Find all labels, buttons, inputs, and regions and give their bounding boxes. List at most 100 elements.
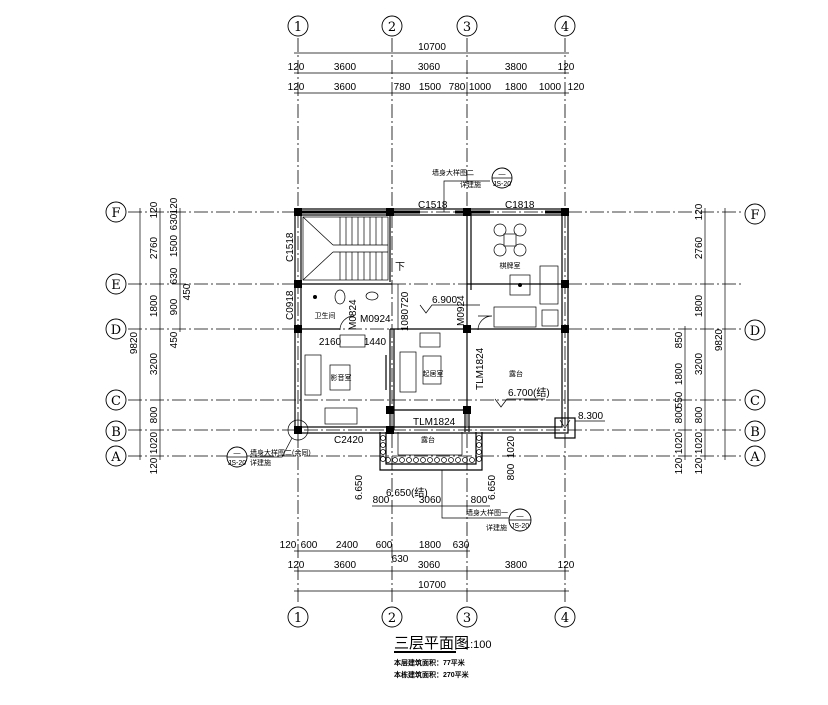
dim-left-total: 9820 — [129, 331, 140, 354]
baluster — [476, 435, 482, 441]
baluster — [413, 457, 419, 463]
dim-left: 120 — [149, 201, 160, 218]
coffee-table-icon — [422, 355, 442, 385]
chess-table-icon — [493, 223, 527, 257]
dim-top: 1500 — [419, 82, 442, 93]
axis-label-3-top: 3 — [463, 20, 471, 35]
dim-left: 1020 — [149, 431, 160, 454]
walls — [294, 208, 576, 439]
dim-right: 120 — [694, 457, 705, 474]
callout-ref: 详建施 — [250, 458, 271, 467]
sink-icon — [541, 309, 559, 327]
stair-down-label: 下 — [395, 262, 405, 273]
baluster — [441, 457, 447, 463]
baluster — [380, 456, 386, 462]
dim-bottom: 120 — [288, 560, 305, 571]
callout-label: 墙身大样图一 — [466, 508, 508, 517]
door-tag: TLM1824 — [413, 417, 456, 428]
axis-grid — [128, 38, 742, 604]
callout-num: — — [234, 450, 241, 457]
baluster — [427, 457, 433, 463]
opening-tags: C1518 C1818 C1518 C0918 M0824 M0924 M092… — [285, 200, 535, 446]
dim-bottom: 630 — [392, 554, 409, 565]
title-scale: 1:100 — [464, 639, 492, 651]
elevation-marks: 6.900 6.700(结) 6.650(结) 8.300 6.650 6.65… — [354, 295, 605, 500]
baluster — [380, 449, 386, 455]
total-area: 本栋建筑面积：270平米 — [393, 670, 470, 679]
axis-label-A-right: A — [749, 450, 760, 465]
floor-area: 本层建筑面积：77平米 — [393, 658, 466, 667]
baluster — [434, 457, 440, 463]
dim-right: 1020 — [694, 431, 705, 454]
dim-right: 1800 — [674, 362, 685, 385]
dim-bottom: 3600 — [334, 560, 357, 571]
dim-inner: 1080 — [400, 308, 411, 331]
axis-label-C-right: C — [750, 394, 760, 409]
room-terrace-right: 露台 — [509, 369, 523, 378]
dim-left: 630 — [169, 213, 180, 230]
dim-left: 450 — [169, 331, 180, 348]
dim-right: 3200 — [694, 352, 705, 375]
dim-left: 120 — [149, 457, 160, 474]
door-tag: M0824 — [348, 299, 359, 330]
axis-label-B-right: B — [750, 425, 760, 440]
dim-right: 120 — [694, 203, 705, 220]
dim-top: 3800 — [505, 62, 528, 73]
axis-label-D-left: D — [111, 323, 121, 338]
door-swing — [339, 315, 355, 331]
callout-ref: 详建施 — [460, 180, 481, 189]
washbasin-icon — [365, 291, 379, 301]
dim-left: 120 — [169, 197, 180, 214]
columns — [287, 208, 569, 441]
dim-bottom: 120 — [558, 560, 575, 571]
room-labels: 棋牌室 卫生间 影音室 起居室 露台 露台 — [315, 261, 524, 444]
axis-label-D-right: D — [750, 324, 760, 339]
window-tag: C1518 — [418, 200, 448, 211]
axis-label-2-top: 2 — [388, 20, 396, 35]
dim-bottom: 3800 — [505, 560, 528, 571]
dim-right: 1020 — [674, 431, 685, 454]
dim-bottom: 630 — [453, 540, 470, 551]
title-name: 三层平面图 — [394, 635, 469, 652]
dim-top: 780 — [449, 82, 466, 93]
top-dimensions: 10700 120 3600 3060 3800 120 120 3600 78… — [288, 42, 585, 94]
door-swing — [477, 315, 493, 331]
dim-bottom: 2400 — [336, 540, 359, 551]
axis-label-C-left: C — [111, 394, 121, 409]
callout-ref: 详建施 — [486, 523, 507, 532]
dim-inner: 1020 — [506, 435, 517, 458]
dim-right: 550 — [674, 391, 685, 408]
dim-top: 120 — [288, 82, 305, 93]
baluster — [406, 457, 412, 463]
baluster — [392, 457, 398, 463]
elevation-floor: 6.900 — [432, 295, 457, 306]
dim-top: 3600 — [334, 82, 357, 93]
window-tag: C1518 — [285, 232, 296, 262]
coffee-table-icon — [329, 364, 351, 391]
front-balcony — [379, 432, 483, 471]
door-tag: M0924 — [360, 314, 391, 325]
drawing-title: 三层平面图 1:100 本层建筑面积：77平米 本栋建筑面积：270平米 — [393, 635, 492, 679]
dim-left: 1800 — [149, 294, 160, 317]
toilet-icon — [334, 289, 346, 305]
dim-left: 800 — [149, 406, 160, 423]
armchair-icon — [419, 332, 441, 348]
door-tag: TLM1824 — [475, 347, 486, 390]
baluster — [455, 457, 461, 463]
sofa-icon — [539, 265, 559, 305]
dim-top: 3060 — [418, 62, 441, 73]
dim-right: 800 — [694, 406, 705, 423]
window-tag: C0918 — [285, 290, 296, 320]
baluster — [380, 442, 386, 448]
floor-drain-icon — [313, 295, 317, 299]
window-tag: C2420 — [334, 435, 364, 446]
dim-right: 120 — [674, 457, 685, 474]
axis-bubbles: 1 2 3 4 1 2 3 4 F E D C B A F D C B A — [105, 15, 766, 628]
elevation-side: 6.650 — [354, 475, 365, 500]
dim-inner: 800 — [471, 495, 488, 506]
room-terrace-front: 露台 — [421, 435, 435, 444]
door-tag: M0924 — [456, 295, 467, 326]
dim-bottom-total: 10700 — [418, 580, 446, 591]
dim-left: 3200 — [149, 352, 160, 375]
dim-right-total: 9820 — [714, 328, 725, 351]
